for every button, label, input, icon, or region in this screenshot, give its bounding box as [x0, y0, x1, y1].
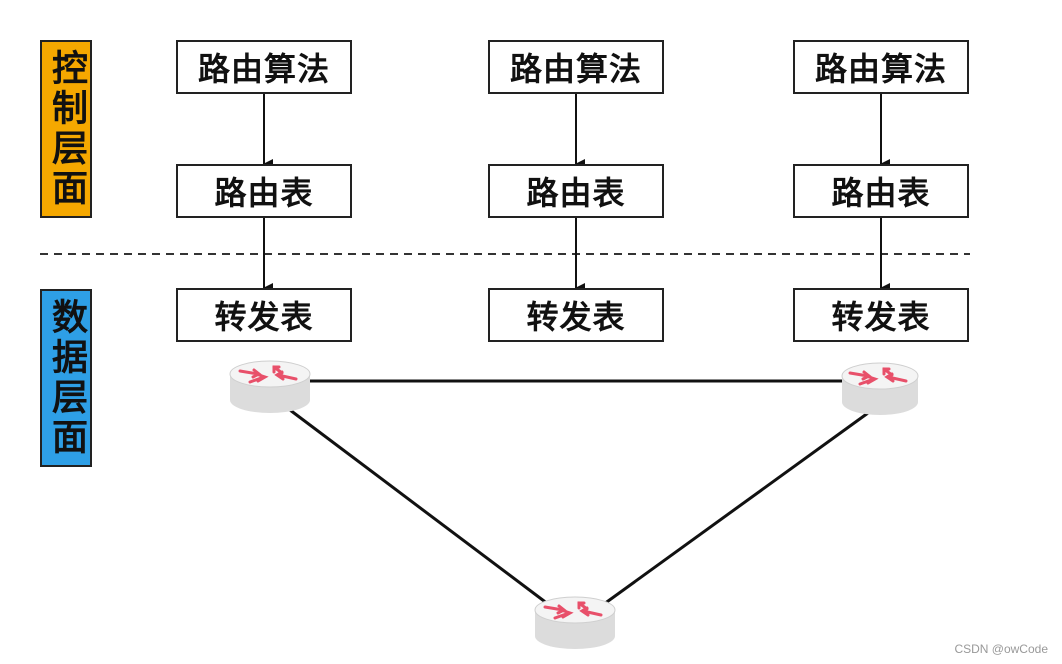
watermark: CSDN @owCode	[954, 642, 1048, 656]
router-icon	[841, 362, 919, 415]
routing-algorithm-box: 路由算法	[488, 40, 664, 94]
routing-table-box: 路由表	[176, 164, 352, 218]
routing-table-box: 路由表	[793, 164, 969, 218]
routing-algorithm-box: 路由算法	[176, 40, 352, 94]
routing-table-box: 路由表	[488, 164, 664, 218]
data-plane-label: 数据层面	[40, 289, 92, 467]
forwarding-table-box: 转发表	[176, 288, 352, 342]
forwarding-table-box: 转发表	[488, 288, 664, 342]
forwarding-table-box: 转发表	[793, 288, 969, 342]
control-plane-label: 控制层面	[40, 40, 92, 218]
router-icon	[534, 596, 616, 649]
router-icon	[229, 360, 311, 413]
routing-algorithm-box: 路由算法	[793, 40, 969, 94]
link-router-left-bottom	[289, 408, 549, 606]
link-router-right-bottom	[603, 411, 869, 606]
